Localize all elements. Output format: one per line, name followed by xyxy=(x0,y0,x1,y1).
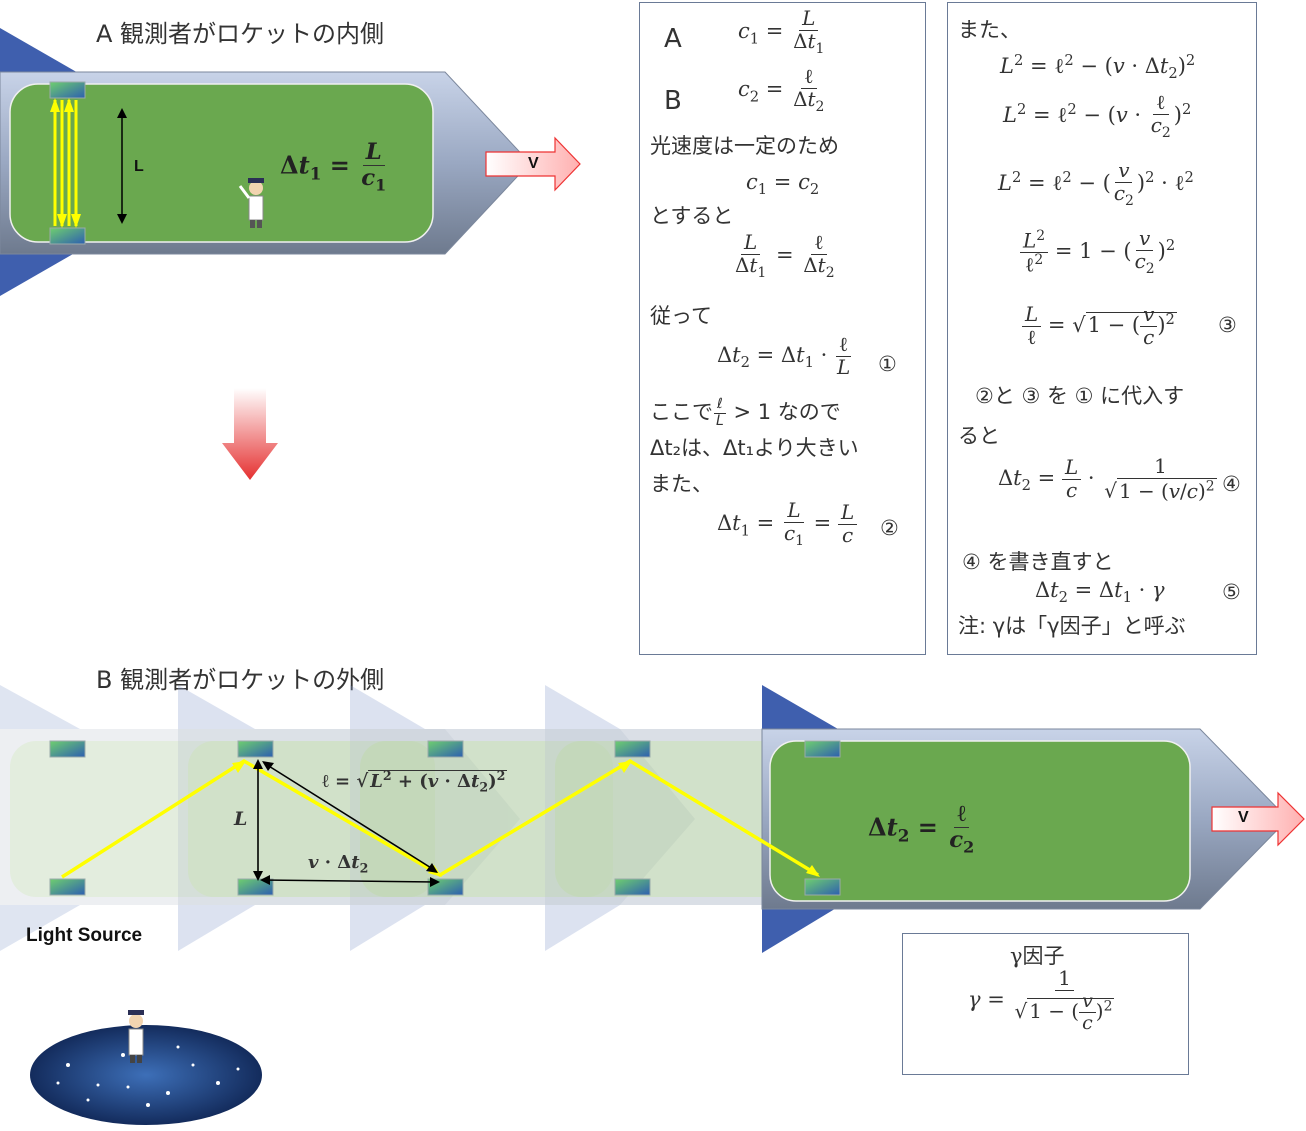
panel2-text-3: ると xyxy=(958,424,1000,448)
light-source-label: Light Source xyxy=(26,925,143,946)
panel2-mark-5: ⑤ xyxy=(1222,580,1241,604)
panel1-text-5: Δt₂は、Δt₁より大きい xyxy=(650,436,859,460)
rocket-fin-bottom xyxy=(0,250,80,296)
panel1-text-3: 従って xyxy=(650,304,712,328)
panel2-text-2: ②と ③ を ① に代入す xyxy=(975,384,1185,408)
length-label: L xyxy=(134,158,144,175)
panel2-text-5: 注: γは「γ因子」と呼ぶ xyxy=(958,614,1186,638)
ground-observer xyxy=(30,1010,262,1125)
panel1-mark-2: ② xyxy=(880,516,899,540)
L-label-b: L xyxy=(234,808,248,830)
ghost-rocket-2 xyxy=(178,685,695,951)
panel2-eq-1: L2 = ℓ2 − (v · Δt2)2 xyxy=(1000,52,1196,83)
ghost-rocket-1 xyxy=(0,685,520,951)
gamma-title: γ因子 xyxy=(1010,944,1065,968)
ghost-rocket-3 xyxy=(350,685,870,951)
panel1-label-b: B xyxy=(664,86,682,116)
velocity-label-a: V xyxy=(528,155,539,172)
gamma-factor-box xyxy=(902,933,1189,1075)
panel1-text-2: とすると xyxy=(650,204,734,228)
panel1-text-1: 光速度は一定のため xyxy=(650,134,839,158)
panel1-label-a: A xyxy=(664,24,682,54)
panel1-eq-c: c1 = c2 xyxy=(746,170,820,199)
panel1-mark-1: ① xyxy=(878,352,897,376)
transition-arrow xyxy=(222,388,278,480)
rocket-b xyxy=(761,685,1289,953)
mirrors-b xyxy=(49,740,841,896)
derivation-panel-2 xyxy=(947,2,1257,655)
observer-icon-a xyxy=(238,178,264,228)
panel1-text-6: また、 xyxy=(650,472,713,496)
panel2-eq-7: Δt2 = Δt1 · γ xyxy=(1035,578,1165,607)
section-a-title: A 観測者がロケットの内側 xyxy=(96,20,385,48)
panel2-mark-3: ③ xyxy=(1218,313,1237,337)
panel2-mark-4: ④ xyxy=(1222,472,1241,496)
ell-label: ℓ = √L2 + (v · Δt2)2 xyxy=(322,768,508,795)
rocket-cabin xyxy=(9,83,434,243)
light-rays-a xyxy=(53,100,78,226)
section-b-title: B 観測者がロケットの外側 xyxy=(96,666,385,694)
velocity-label-b: V xyxy=(1238,809,1249,826)
triangle-geometry xyxy=(257,762,437,883)
panel2-text-1: また、 xyxy=(958,18,1021,42)
vdt-label: v · Δt2 xyxy=(308,852,369,876)
observer-icon-b xyxy=(128,1010,144,1063)
mirror-top xyxy=(49,81,86,99)
velocity-arrow-b xyxy=(1211,791,1305,847)
velocity-arrow-a xyxy=(485,136,581,192)
rocket-b-sequence xyxy=(0,685,1305,953)
mirror-bottom xyxy=(49,227,86,245)
derivation-panel-1 xyxy=(639,2,926,655)
panel2-text-4: ④ を書き直すと xyxy=(962,550,1114,574)
rocket-fin-top xyxy=(0,28,80,74)
rocket-a xyxy=(0,28,581,296)
